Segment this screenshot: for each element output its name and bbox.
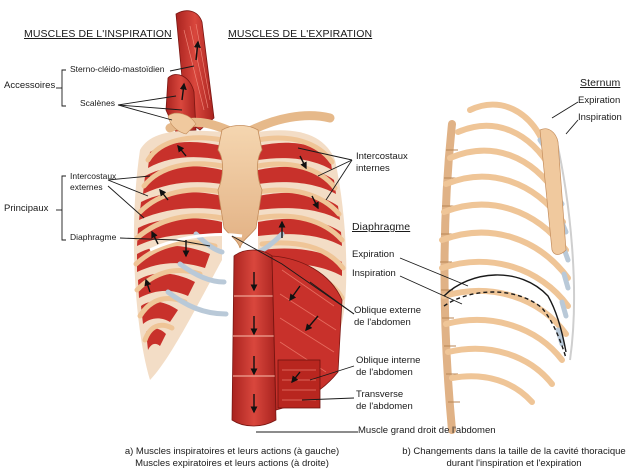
caption-b-line2: durant l'inspiration et l'expiration	[446, 458, 582, 469]
group-principaux: Principaux	[4, 203, 49, 214]
label-oblique-interne-2: de l'abdomen	[356, 367, 413, 378]
label-oblique-externe-1: Oblique externe	[354, 305, 422, 316]
label-transverse-2: de l'abdomen	[356, 401, 413, 412]
sterno-fibers	[183, 23, 211, 111]
label-intercostaux-externes-1: Intercostaux	[70, 171, 117, 181]
label-diaph-inspiration: Inspiration	[352, 268, 396, 279]
rectus-tendons	[233, 295, 275, 377]
vertebrae	[440, 149, 460, 403]
label-intercostaux-internes-2: internes	[356, 163, 390, 174]
sternum-bone	[217, 125, 263, 249]
label-diaphragme-muscle: Diaphragme	[70, 232, 117, 242]
group-accessoires: Accessoires	[4, 80, 56, 91]
caption-a-line1: a) Muscles inspiratoires et leurs action…	[124, 446, 340, 457]
label-sternum-inspiration: Inspiration	[578, 112, 622, 123]
caption-a-line2: Muscles expiratoires et leurs actions (à…	[135, 458, 329, 469]
diaphragm-expiration	[443, 274, 567, 353]
left-shoulder	[167, 112, 197, 135]
label-intercostaux-externes-2: externes	[70, 182, 103, 192]
caption-b-line1: b) Changements dans la taille de la cavi…	[402, 446, 626, 457]
right-thorax	[439, 101, 576, 434]
label-sternum-expiration: Expiration	[578, 95, 621, 106]
label-oblique-interne-1: Oblique interne	[356, 355, 421, 366]
rectus-abdominis	[231, 249, 277, 427]
label-intercostaux-internes-1: Intercostaux	[356, 151, 408, 162]
diaphragm-line	[149, 233, 243, 252]
header-diaphragme: Diaphragme	[352, 221, 411, 233]
oblique-fibers	[279, 269, 337, 373]
spine	[440, 120, 456, 434]
transverse-fibers	[282, 369, 316, 401]
label-sterno: Sterno-cléido-mastoïdien	[70, 64, 165, 74]
action-arrows	[144, 40, 319, 414]
left-thorax	[133, 10, 347, 427]
header-inspiration: MUSCLES DE L'INSPIRATION	[24, 28, 172, 40]
label-transverse-1: Transverse	[356, 389, 404, 400]
header-expiration: MUSCLES DE L'EXPIRATION	[228, 28, 373, 40]
label-diaph-expiration: Expiration	[352, 249, 395, 260]
label-oblique-externe-2: de l'abdomen	[354, 317, 411, 328]
sternum-outline-insp	[555, 137, 576, 361]
label-grand-droit: Muscle grand droit de l'abdomen	[358, 425, 496, 436]
sternum-side	[539, 128, 567, 255]
right-clavicle	[243, 111, 335, 137]
diaphragm-inspiration	[443, 291, 567, 359]
oblique-interne-window	[277, 359, 321, 409]
leader-lines-left	[56, 65, 358, 433]
header-sternum: Sternum	[580, 77, 621, 89]
label-scalenes: Scalènes	[80, 98, 115, 108]
leader-lines-right	[399, 101, 579, 305]
